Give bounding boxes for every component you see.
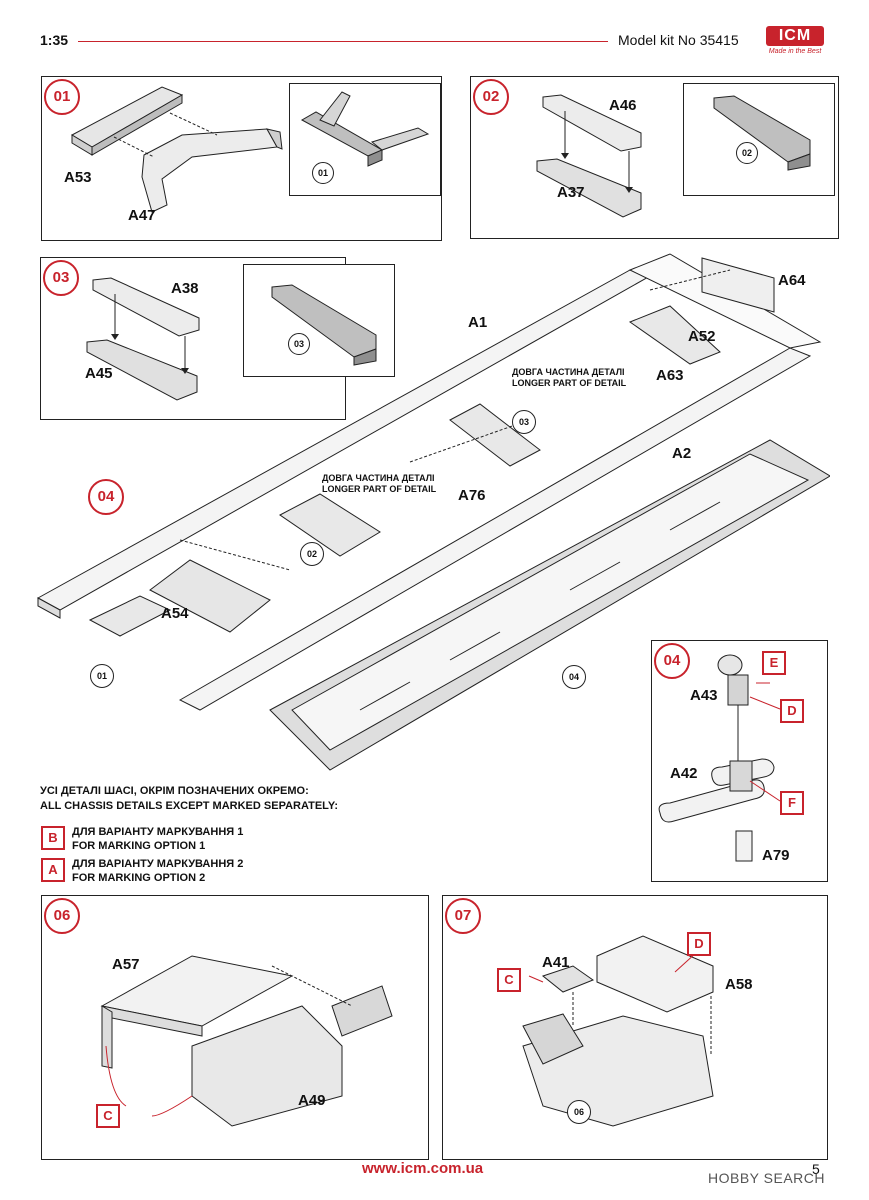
ref-03: 03 xyxy=(512,410,536,434)
step-06-drawing xyxy=(42,896,428,1159)
part-label-a47: A47 xyxy=(128,207,156,224)
step-number-04: 04 xyxy=(88,479,124,515)
step-01-result-drawing xyxy=(290,84,440,195)
footer-url[interactable]: www.icm.com.ua xyxy=(362,1160,484,1177)
legend-row-a: ДЛЯ ВАРІАНТУ МАРКУВАННЯ 2 FOR MARKING OP… xyxy=(72,857,243,885)
note-longer-ua-2: ДОВГА ЧАСТИНА ДЕТАЛІ xyxy=(322,473,435,483)
watermark: HOBBY SEARCH xyxy=(708,1170,825,1186)
ref-04: 04 xyxy=(562,665,586,689)
step-01-drawing xyxy=(42,77,441,240)
legend-b-en: FOR MARKING OPTION 1 xyxy=(72,840,206,852)
part-label-a2: A2 xyxy=(672,445,692,462)
logo-tagline: Made in the Best xyxy=(768,48,822,55)
part-label-a63: A63 xyxy=(656,367,684,384)
part-label-a52: A52 xyxy=(688,328,716,345)
step-02-drawing xyxy=(471,77,838,238)
step-06-panel: A57 A49 C xyxy=(41,895,429,1160)
ref-06: 06 xyxy=(567,1100,591,1124)
legend-code-b: B xyxy=(41,826,65,850)
part-label-a43: A43 xyxy=(690,687,718,704)
note-longer-ua-1: ДОВГА ЧАСТИНА ДЕТАЛІ xyxy=(512,367,625,377)
part-label-a42: A42 xyxy=(670,765,698,782)
part-label-a49: A49 xyxy=(298,1092,326,1109)
part-label-a41: A41 xyxy=(542,954,570,971)
part-label-a46: A46 xyxy=(609,97,637,114)
legend-title-en: ALL CHASSIS DETAILS EXCEPT MARKED SEPARA… xyxy=(40,800,339,812)
step-01-result-inset: 01 xyxy=(289,83,441,196)
part-label-a54: A54 xyxy=(161,605,189,622)
step-number-06: 06 xyxy=(44,898,80,934)
note-longer-part-2: ДОВГА ЧАСТИНА ДЕТАЛІ LONGER PART OF DETA… xyxy=(322,473,436,495)
part-label-a57: A57 xyxy=(112,956,140,973)
part-label-a53: A53 xyxy=(64,169,92,186)
color-code-f: F xyxy=(780,791,804,815)
ref-01: 01 xyxy=(90,664,114,688)
page-number: 5 xyxy=(812,1161,820,1177)
part-label-a79: A79 xyxy=(762,847,790,864)
part-label-a58: A58 xyxy=(725,976,753,993)
legend-title: УСІ ДЕТАЛІ ШАСІ, ОКРІМ ПОЗНАЧЕНИХ ОКРЕМО… xyxy=(40,784,338,814)
inset-ref-03: 03 xyxy=(288,333,310,355)
legend-a-ua: ДЛЯ ВАРІАНТУ МАРКУВАННЯ 2 xyxy=(72,858,244,870)
legend-title-ua: УСІ ДЕТАЛІ ШАСІ, ОКРІМ ПОЗНАЧЕНИХ ОКРЕМО… xyxy=(40,785,309,797)
step-07-drawing xyxy=(443,896,827,1159)
color-code-d: D xyxy=(780,699,804,723)
note-longer-part-1: ДОВГА ЧАСТИНА ДЕТАЛІ LONGER PART OF DETA… xyxy=(512,367,626,389)
color-code-c-07: C xyxy=(497,968,521,992)
step-03-drawing xyxy=(41,258,345,419)
step-number-02: 02 xyxy=(473,79,509,115)
part-label-a64: A64 xyxy=(778,272,806,289)
legend-b-ua: ДЛЯ ВАРІАНТУ МАРКУВАННЯ 1 xyxy=(72,826,244,838)
header-rule xyxy=(78,41,608,42)
legend-code-a: A xyxy=(41,858,65,882)
ref-02: 02 xyxy=(300,542,324,566)
part-label-a38: A38 xyxy=(171,280,199,297)
color-code-e: E xyxy=(762,651,786,675)
color-code-c-06: C xyxy=(96,1104,120,1128)
color-code-d-07: D xyxy=(687,932,711,956)
logo-text: ICM xyxy=(766,26,824,46)
scale-label: 1:35 xyxy=(40,32,69,48)
exhaust-drawing xyxy=(652,641,827,881)
step-04-chassis-drawing xyxy=(30,240,830,780)
note-longer-en-1: LONGER PART OF DETAIL xyxy=(512,378,627,388)
step-02-result-inset: 02 xyxy=(683,83,835,196)
step-number-01: 01 xyxy=(44,79,80,115)
step-03-result-drawing xyxy=(244,265,394,376)
inset-ref-01: 01 xyxy=(312,162,334,184)
part-label-a1: A1 xyxy=(468,314,488,331)
icm-logo: ICM Made in the Best xyxy=(766,26,824,55)
step-03-result-inset: 03 xyxy=(243,264,395,377)
step-02-result-drawing xyxy=(684,84,834,195)
step-number-07: 07 xyxy=(445,898,481,934)
part-label-a45: A45 xyxy=(85,365,113,382)
kit-number: Model kit No 35415 xyxy=(618,32,739,48)
inset-ref-02: 02 xyxy=(736,142,758,164)
part-label-a76: A76 xyxy=(458,487,486,504)
step-04-exhaust-panel: A43 A42 A79 E D F xyxy=(651,640,828,882)
step-number-04b: 04 xyxy=(654,643,690,679)
step-07-panel: A41 A58 C D 06 xyxy=(442,895,828,1160)
note-longer-en-2: LONGER PART OF DETAIL xyxy=(322,484,437,494)
legend-row-b: ДЛЯ ВАРІАНТУ МАРКУВАННЯ 1 FOR MARKING OP… xyxy=(72,825,243,853)
legend-a-en: FOR MARKING OPTION 2 xyxy=(72,872,206,884)
part-label-a37: A37 xyxy=(557,184,585,201)
step-number-03: 03 xyxy=(43,260,79,296)
